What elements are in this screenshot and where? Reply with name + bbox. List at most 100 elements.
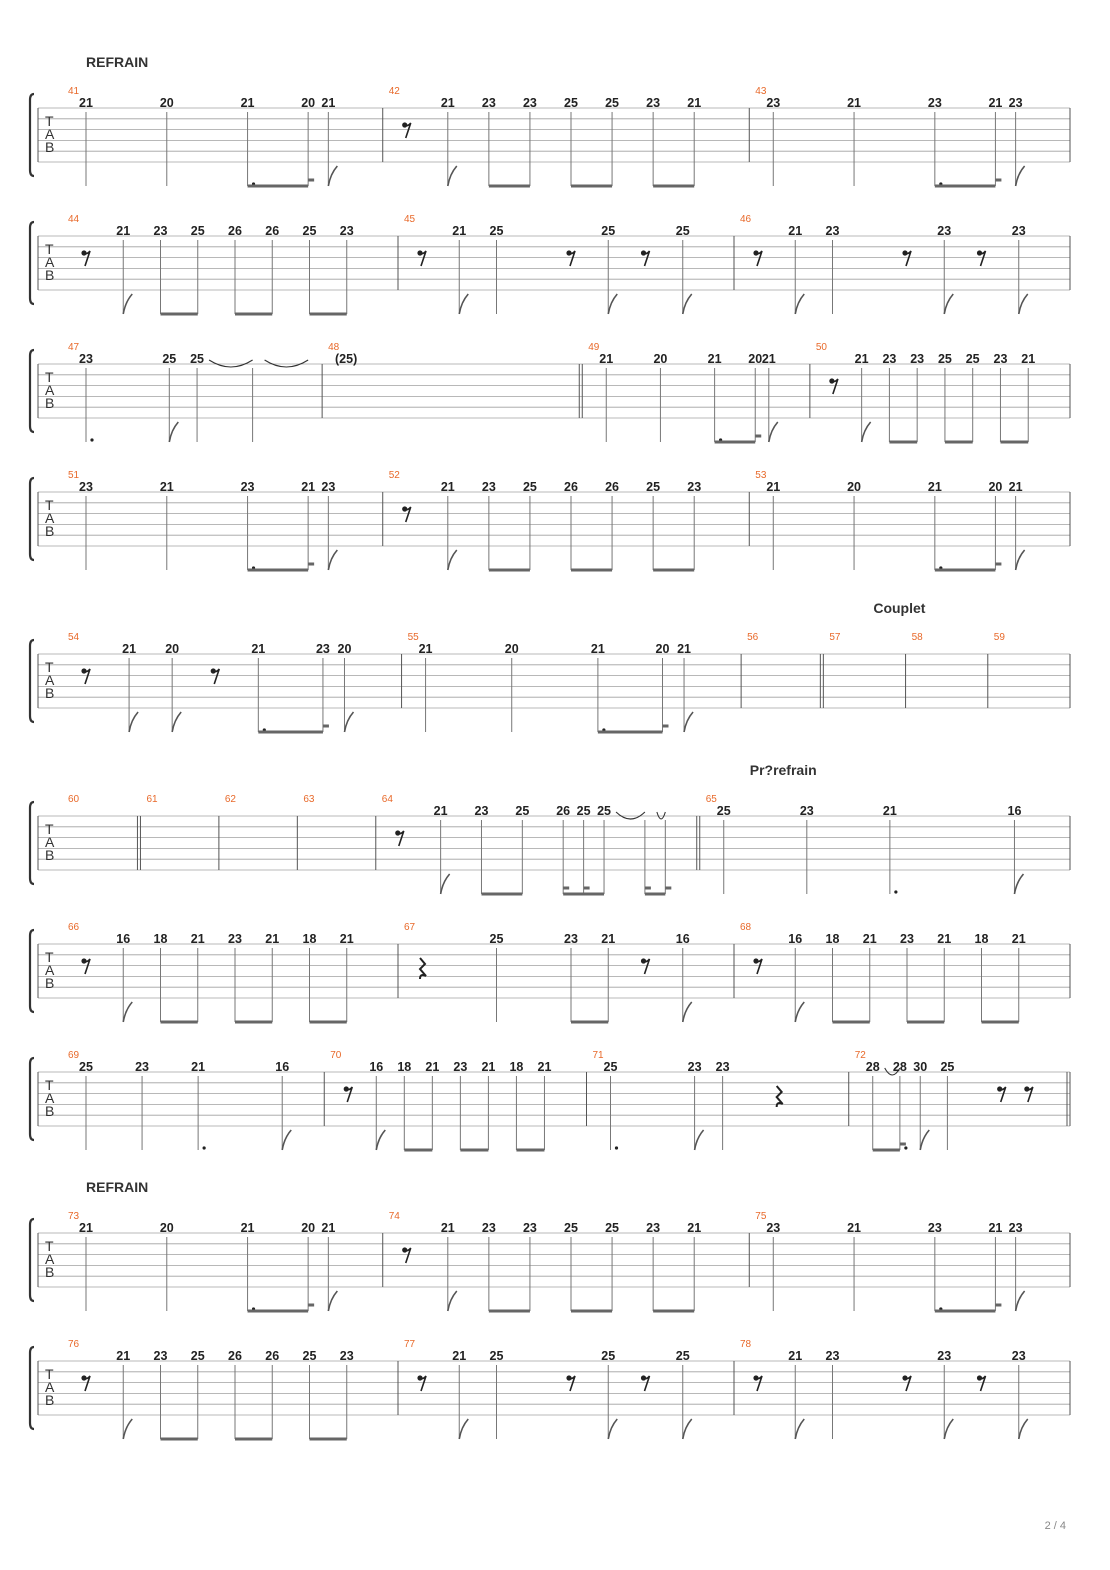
fret-number: 23 bbox=[564, 932, 578, 946]
fret-number: 21 bbox=[855, 352, 869, 366]
tab-clef-letter: T bbox=[45, 497, 54, 513]
tab-clef-letter: A bbox=[45, 834, 55, 850]
fret-number: 28 bbox=[866, 1060, 880, 1074]
section-label: REFRAIN bbox=[86, 1179, 149, 1195]
eighth-rest bbox=[642, 250, 651, 267]
fret-number: 25 bbox=[940, 1060, 954, 1074]
measure-number: 72 bbox=[855, 1050, 867, 1061]
fret-number: 21 bbox=[434, 804, 448, 818]
fret-number: 25 bbox=[523, 480, 537, 494]
measure-number: 54 bbox=[68, 632, 80, 643]
fret-number: 23 bbox=[646, 1221, 660, 1235]
fret-number: 23 bbox=[800, 804, 814, 818]
fret-number: 21 bbox=[241, 96, 255, 110]
fret-number: 23 bbox=[475, 804, 489, 818]
fret-number: 16 bbox=[116, 932, 130, 946]
fret-number: 21 bbox=[762, 352, 776, 366]
fret-number: 23 bbox=[482, 96, 496, 110]
tab-clef-letter: B bbox=[45, 1264, 54, 1280]
tab-measure: 63 bbox=[303, 794, 377, 870]
system-bracket bbox=[28, 638, 35, 724]
measure-number: 63 bbox=[303, 794, 315, 805]
tab-clef-letter: T bbox=[45, 1366, 54, 1382]
fret-number: 21 bbox=[191, 1060, 205, 1074]
measure-number: 60 bbox=[68, 794, 80, 805]
fret-number: 23 bbox=[900, 932, 914, 946]
note-flag bbox=[327, 1290, 338, 1312]
eighth-rest bbox=[82, 250, 91, 267]
note-flag bbox=[447, 165, 458, 187]
eighth-rest bbox=[754, 1375, 763, 1392]
measure-number: 73 bbox=[68, 1211, 80, 1222]
fret-number: 21 bbox=[708, 352, 722, 366]
fret-number: 21 bbox=[988, 1221, 1002, 1235]
tab-measure: 56 bbox=[747, 632, 824, 708]
fret-number: 23 bbox=[1009, 96, 1023, 110]
fret-number: 23 bbox=[340, 1349, 354, 1363]
eighth-rest bbox=[396, 830, 405, 847]
system-bracket bbox=[28, 1345, 35, 1431]
fret-number: 25 bbox=[601, 224, 615, 238]
fret-number: 21 bbox=[1009, 480, 1023, 494]
fret-number: 21 bbox=[441, 1221, 455, 1235]
fret-number: 21 bbox=[988, 96, 1002, 110]
fret-number: 23 bbox=[1012, 224, 1026, 238]
fret-number: 20 bbox=[988, 480, 1002, 494]
measure-number: 62 bbox=[225, 794, 237, 805]
eighth-rest bbox=[754, 958, 763, 975]
tab-measure: 57 bbox=[829, 632, 907, 708]
fret-number: 20 bbox=[338, 642, 352, 656]
fret-number: 25 bbox=[646, 480, 660, 494]
fret-number: 25 bbox=[605, 96, 619, 110]
fret-number: 21 bbox=[481, 1060, 495, 1074]
tab-measure: 60 bbox=[68, 794, 141, 870]
system-bracket bbox=[28, 1217, 35, 1303]
fret-number: 23 bbox=[523, 96, 537, 110]
measure-number: 48 bbox=[328, 342, 340, 353]
tie-arc bbox=[615, 811, 646, 820]
fret-number: 26 bbox=[265, 1349, 279, 1363]
note-flag bbox=[1014, 165, 1026, 187]
tie-arc bbox=[208, 359, 253, 368]
tab-clef-letter: B bbox=[45, 975, 54, 991]
measure-number: 42 bbox=[389, 86, 401, 97]
tab-measure: 58 bbox=[912, 632, 989, 708]
tab-clef-letter: A bbox=[45, 126, 55, 142]
fret-number: 25 bbox=[303, 1349, 317, 1363]
fret-number: 21 bbox=[321, 1221, 335, 1235]
fret-number: 30 bbox=[913, 1060, 927, 1074]
measure-number: 50 bbox=[816, 342, 828, 353]
measure-number: 76 bbox=[68, 1339, 80, 1350]
fret-number: 26 bbox=[564, 480, 578, 494]
fret-number: 21 bbox=[265, 932, 279, 946]
fret-number: 23 bbox=[910, 352, 924, 366]
note-flag bbox=[327, 549, 338, 571]
measure-number: 69 bbox=[68, 1050, 80, 1061]
eighth-rest bbox=[211, 668, 220, 685]
eighth-rest bbox=[567, 250, 576, 267]
fret-number: 26 bbox=[556, 804, 570, 818]
eighth-rest bbox=[567, 1375, 576, 1392]
fret-number: 21 bbox=[847, 1221, 861, 1235]
note-flag bbox=[794, 1418, 805, 1440]
fret-number: 21 bbox=[251, 642, 265, 656]
system-bracket bbox=[28, 928, 35, 1014]
fret-number: 21 bbox=[441, 96, 455, 110]
note-flag bbox=[1017, 1418, 1029, 1440]
note-flag bbox=[693, 1129, 705, 1151]
fret-number: 21 bbox=[116, 1349, 130, 1363]
tab-clef-letter: A bbox=[45, 1251, 55, 1267]
tab-clef-letter: B bbox=[45, 523, 54, 539]
dot bbox=[202, 1146, 206, 1150]
tie-arc bbox=[656, 811, 666, 820]
